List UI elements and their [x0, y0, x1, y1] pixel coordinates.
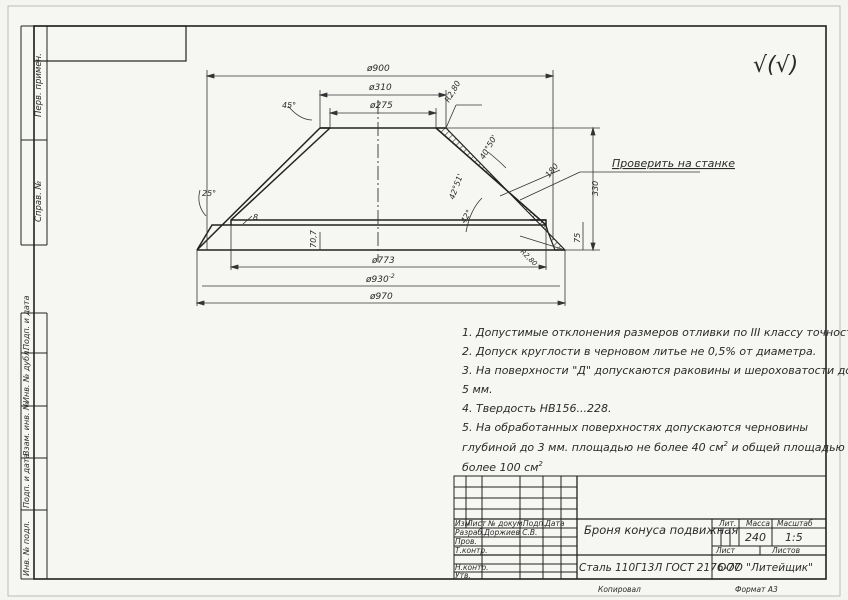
tb-massa: Масса — [746, 519, 770, 528]
paper — [8, 6, 840, 596]
label-podp-data-2: Подп. и дата — [22, 453, 31, 508]
dim-d930: ø930-2 — [365, 273, 395, 285]
tb-razrab: Разраб. — [455, 528, 484, 537]
left-margin-labels: Перв. примен. Справ. № Подп. и дата Инв.… — [22, 53, 44, 576]
tb-razrab-name: Доржиев С.В. — [483, 528, 537, 537]
tb-n-dokum: № докум. — [487, 519, 525, 528]
tb-tkontr: Т.контр. — [455, 546, 488, 555]
tb-format: Формат А3 — [735, 585, 778, 594]
dim-h70-7: 70,7 — [309, 229, 318, 248]
check-note: Проверить на станке — [612, 157, 735, 170]
label-sprav: Справ. № — [34, 180, 44, 222]
note-3: 3. На поверхности "Д" допускаются ракови… — [462, 364, 848, 377]
tb-scale-value: 1:5 — [785, 531, 803, 544]
title-block: Изм Лист № докум. Подп. Дата Разраб. Дор… — [453, 475, 827, 594]
dim-d310: ø310 — [368, 83, 392, 93]
dim-t8: 8 — [253, 213, 258, 222]
tb-izm: Изм — [455, 519, 471, 528]
label-vzam-inv: Взам. инв. № — [22, 402, 31, 456]
dimensions — [195, 70, 700, 306]
tb-masshtab: Масштаб — [777, 519, 813, 528]
tb-kopiroval: Копировал — [598, 585, 641, 594]
note-1: 1. Допустимые отклонения размеров отливк… — [462, 326, 848, 339]
tb-list2: Лист — [715, 546, 736, 555]
label-inv-dubl: Инв. № дубл. — [22, 348, 31, 403]
tb-prov: Пров. — [455, 537, 477, 546]
note-5-cont: глубиной до 3 мм. площадью не более 40 с… — [462, 440, 848, 454]
note-5: 5. На обработанных поверхностях допускаю… — [462, 421, 808, 434]
dim-d275: ø275 — [369, 101, 393, 111]
tb-utv: Утв. — [455, 571, 471, 580]
tb-data: Дата — [544, 519, 565, 528]
note-3-cont: 5 мм. — [462, 383, 493, 396]
note-5-end: более 100 см2 — [462, 460, 543, 474]
tb-nkontr: Н.контр. — [455, 563, 489, 572]
dim-a45: 45° — [282, 101, 296, 110]
note-2: 2. Допуск круглости в черновом литье не … — [462, 345, 816, 358]
note-4: 4. Твердость НВ156...228. — [462, 402, 612, 415]
dim-h75: 75 — [573, 233, 582, 243]
technical-notes: 1. Допустимые отклонения размеров отливк… — [462, 326, 848, 474]
dim-d773: ø773 — [371, 256, 395, 266]
tb-company: ООО "Литейщик" — [718, 562, 813, 574]
tb-part-name: Броня конуса подвижная — [584, 523, 738, 537]
dim-a25: 25° — [202, 189, 216, 198]
tb-podp: Подп. — [523, 519, 546, 528]
tb-lit: Лит. — [718, 519, 736, 528]
left-margin-columns — [20, 25, 48, 580]
tb-mass-value: 240 — [745, 531, 766, 544]
dim-h330: 330 — [591, 181, 600, 196]
dim-d970: ø970 — [369, 292, 393, 302]
dim-d900: ø900 — [366, 64, 390, 74]
label-inv-podl: Инв. № подл. — [22, 521, 31, 576]
label-podp-data-1: Подп. и дата — [22, 295, 31, 350]
roughness-symbol: √(√) — [753, 53, 798, 78]
label-perv-primen: Перв. примен. — [34, 53, 44, 117]
tb-list: Лист — [466, 519, 487, 528]
tb-material: Сталь 110Г13Л ГОСТ 2176-77 — [579, 562, 741, 574]
tb-listov: Листов — [771, 546, 800, 555]
